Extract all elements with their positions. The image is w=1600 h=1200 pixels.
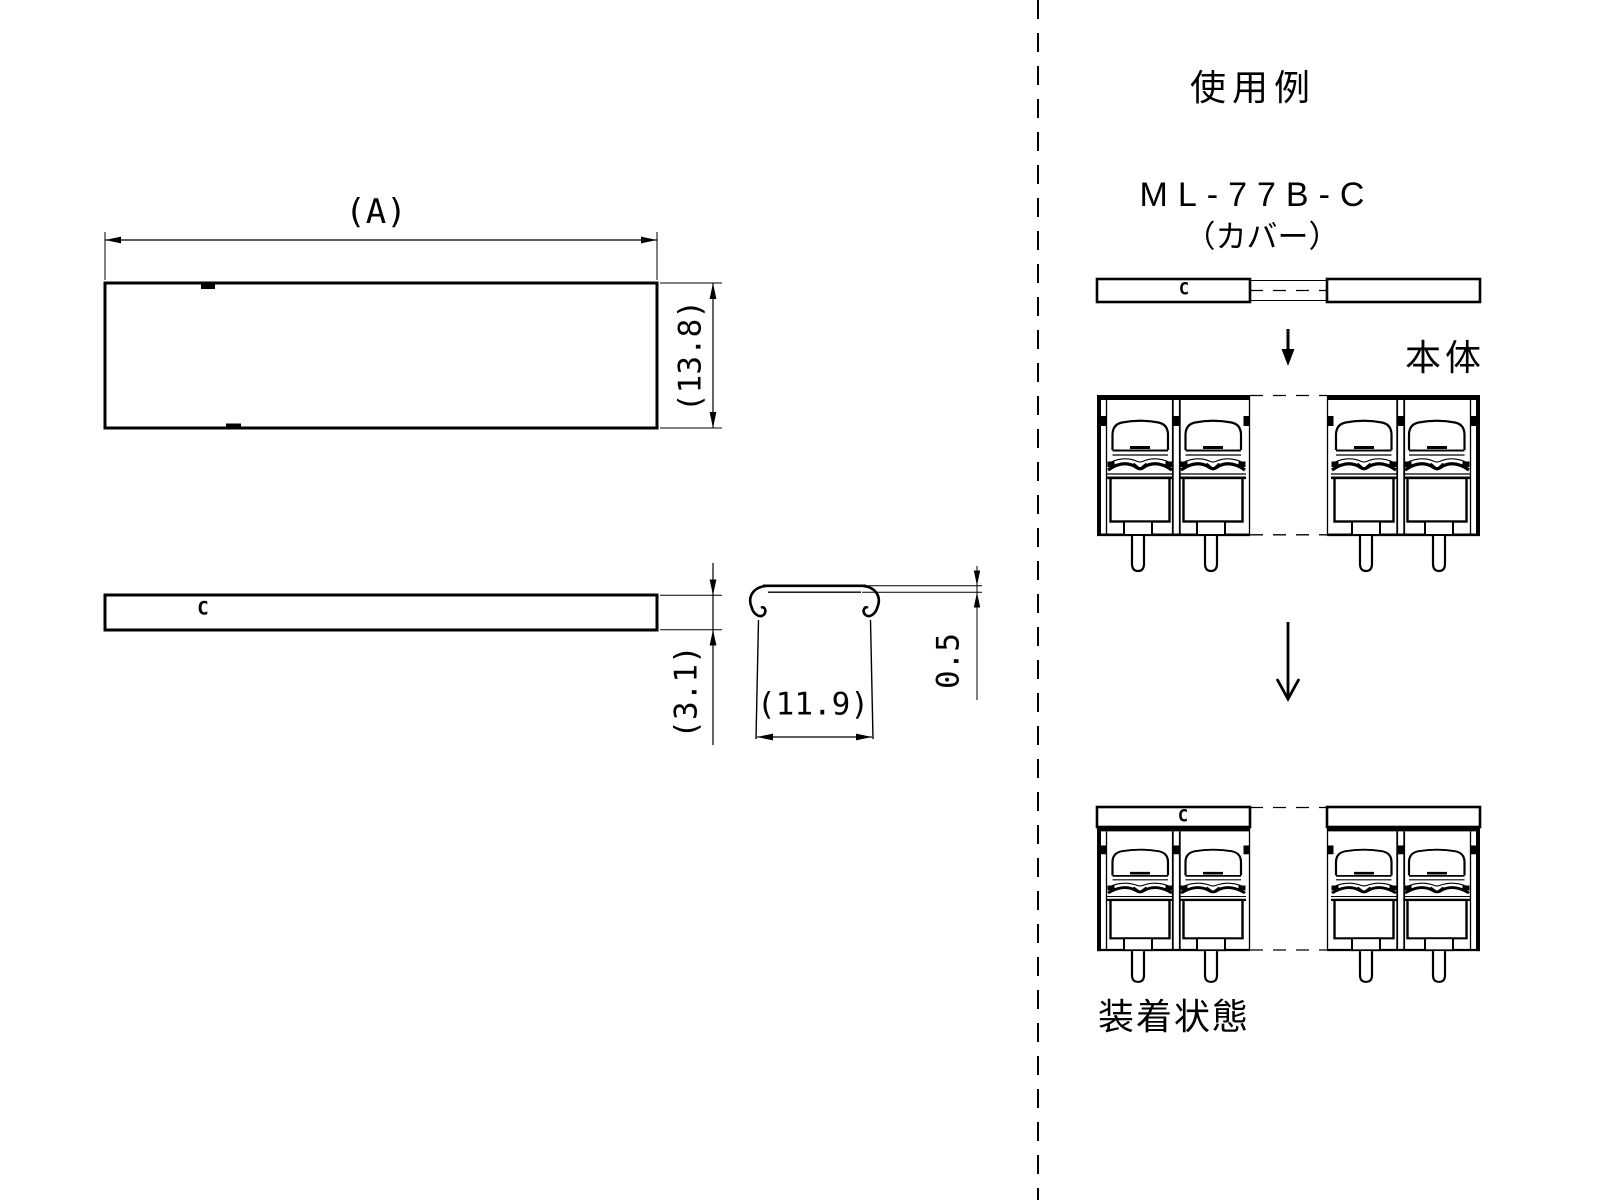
dimension-11-9 [757, 733, 872, 741]
part-mark-mounted-cover: C [1177, 806, 1189, 827]
dimension-label-height: (13.8) [672, 300, 709, 412]
cover-plan-view [103, 281, 659, 430]
mounted-state-view [1095, 805, 1482, 982]
model-number-label: ML-77B-C [1139, 176, 1375, 214]
cover-section-view [748, 584, 881, 740]
dimension-label-length: (A) [345, 192, 407, 232]
usage-example-title: 使用例 [1189, 67, 1317, 108]
dimension-3-1 [660, 563, 722, 745]
part-mark-usage-cover: C [1178, 279, 1190, 300]
dimension-label-thickness: (3.1) [668, 645, 705, 739]
dimension-13-8 [660, 282, 722, 429]
mounted-state-label: 装着状態 [1097, 996, 1251, 1037]
dimension-label-inner-width: (11.9) [757, 686, 869, 723]
usage-cover-bar [1095, 277, 1482, 304]
body-label: 本体 [1404, 337, 1486, 378]
terminal-block-body-view [1097, 394, 1480, 571]
flow-arrow-bottom [1275, 622, 1301, 702]
model-note-label: （カバー） [1184, 219, 1340, 255]
dimension-A [104, 232, 658, 280]
cover-side-view [103, 593, 659, 632]
dimension-0-5 [862, 566, 982, 700]
part-mark-side-view: C [197, 597, 209, 620]
dimension-label-material-thickness: 0.5 [930, 633, 967, 689]
flow-arrow-top [1281, 329, 1295, 366]
